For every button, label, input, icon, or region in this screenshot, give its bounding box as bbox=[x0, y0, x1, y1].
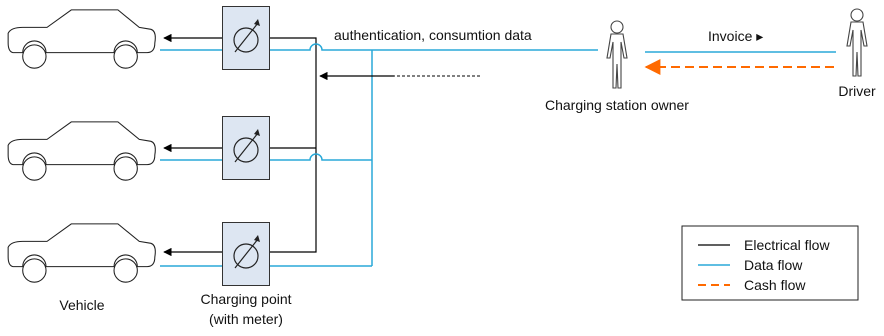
vehicle-label: Vehicle bbox=[59, 297, 104, 313]
data-bus-row bbox=[270, 153, 372, 161]
invoice-label: Invoice ▸ bbox=[708, 28, 763, 44]
car-icon bbox=[7, 223, 156, 283]
legend: Electrical flow Data flow Cash flow bbox=[681, 225, 859, 301]
person-icon bbox=[606, 20, 628, 89]
electrical-feeder bbox=[270, 37, 317, 253]
meter-icon bbox=[222, 116, 270, 180]
data-bus-row bbox=[270, 43, 372, 51]
charging-point-label: Charging point bbox=[200, 291, 291, 307]
charging-point-sublabel: (with meter) bbox=[209, 311, 283, 327]
legend-label-electrical: Electrical flow bbox=[744, 237, 830, 253]
legend-box bbox=[681, 225, 859, 301]
top-flow-label: authentication, consumtion data bbox=[334, 27, 532, 43]
driver-label: Driver bbox=[838, 83, 876, 99]
meter-icon bbox=[222, 6, 270, 70]
person-icon bbox=[846, 8, 868, 77]
meter-icon bbox=[222, 222, 270, 286]
owner-label: Charging station owner bbox=[545, 97, 689, 113]
car-icon bbox=[7, 9, 156, 69]
car-icon bbox=[7, 121, 156, 181]
legend-label-cash: Cash flow bbox=[744, 277, 806, 293]
legend-label-data: Data flow bbox=[744, 257, 803, 273]
